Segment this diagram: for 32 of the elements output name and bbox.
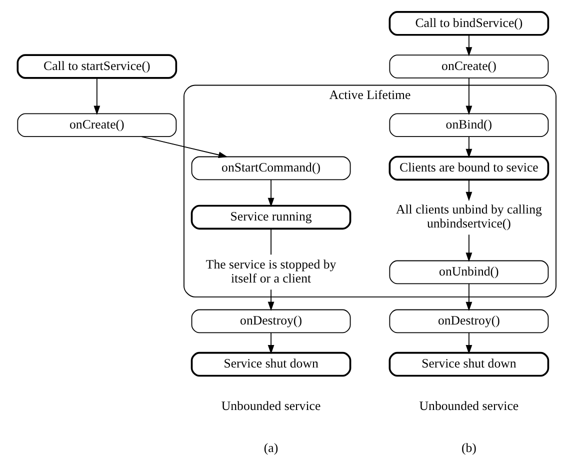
node-box: Service shut down (190, 352, 352, 377)
node-box: onBind() (389, 113, 549, 138)
node-box: onStartCommand() (191, 156, 351, 180)
arrow (466, 136, 472, 158)
node-box: onDestroy() (191, 309, 351, 334)
label: (b) (461, 440, 476, 455)
node-label: Unbounded service (221, 398, 321, 413)
node-box: Clients are bound to sevice (388, 156, 550, 181)
arrow (94, 78, 100, 115)
arrow (268, 179, 274, 208)
arrow (466, 283, 472, 312)
node-box: onDestroy() (389, 309, 549, 334)
arrow (466, 34, 472, 56)
node-box: Service shut down (388, 352, 550, 377)
connector (270, 228, 272, 256)
node-box: Service running (190, 204, 352, 230)
arrow (466, 234, 472, 262)
arrow (466, 332, 472, 354)
node-box: onCreate() (389, 54, 549, 78)
label: (a) (264, 440, 278, 455)
arrow (141, 136, 228, 158)
node-label: Unbounded service (419, 398, 519, 413)
node-text: All clients unbind by calling unbindsertvice() (396, 202, 542, 230)
node-box: Call to startService() (16, 54, 178, 79)
arrow (466, 78, 472, 115)
node-box: onCreate() (17, 113, 177, 138)
node-box: Call to bindService() (388, 11, 550, 36)
arrow (268, 289, 274, 311)
node-box: onUnbind() (389, 260, 549, 284)
node-text: The service is stopped by itself or a client (206, 258, 336, 286)
arrow (466, 179, 472, 202)
arrow (268, 332, 274, 354)
